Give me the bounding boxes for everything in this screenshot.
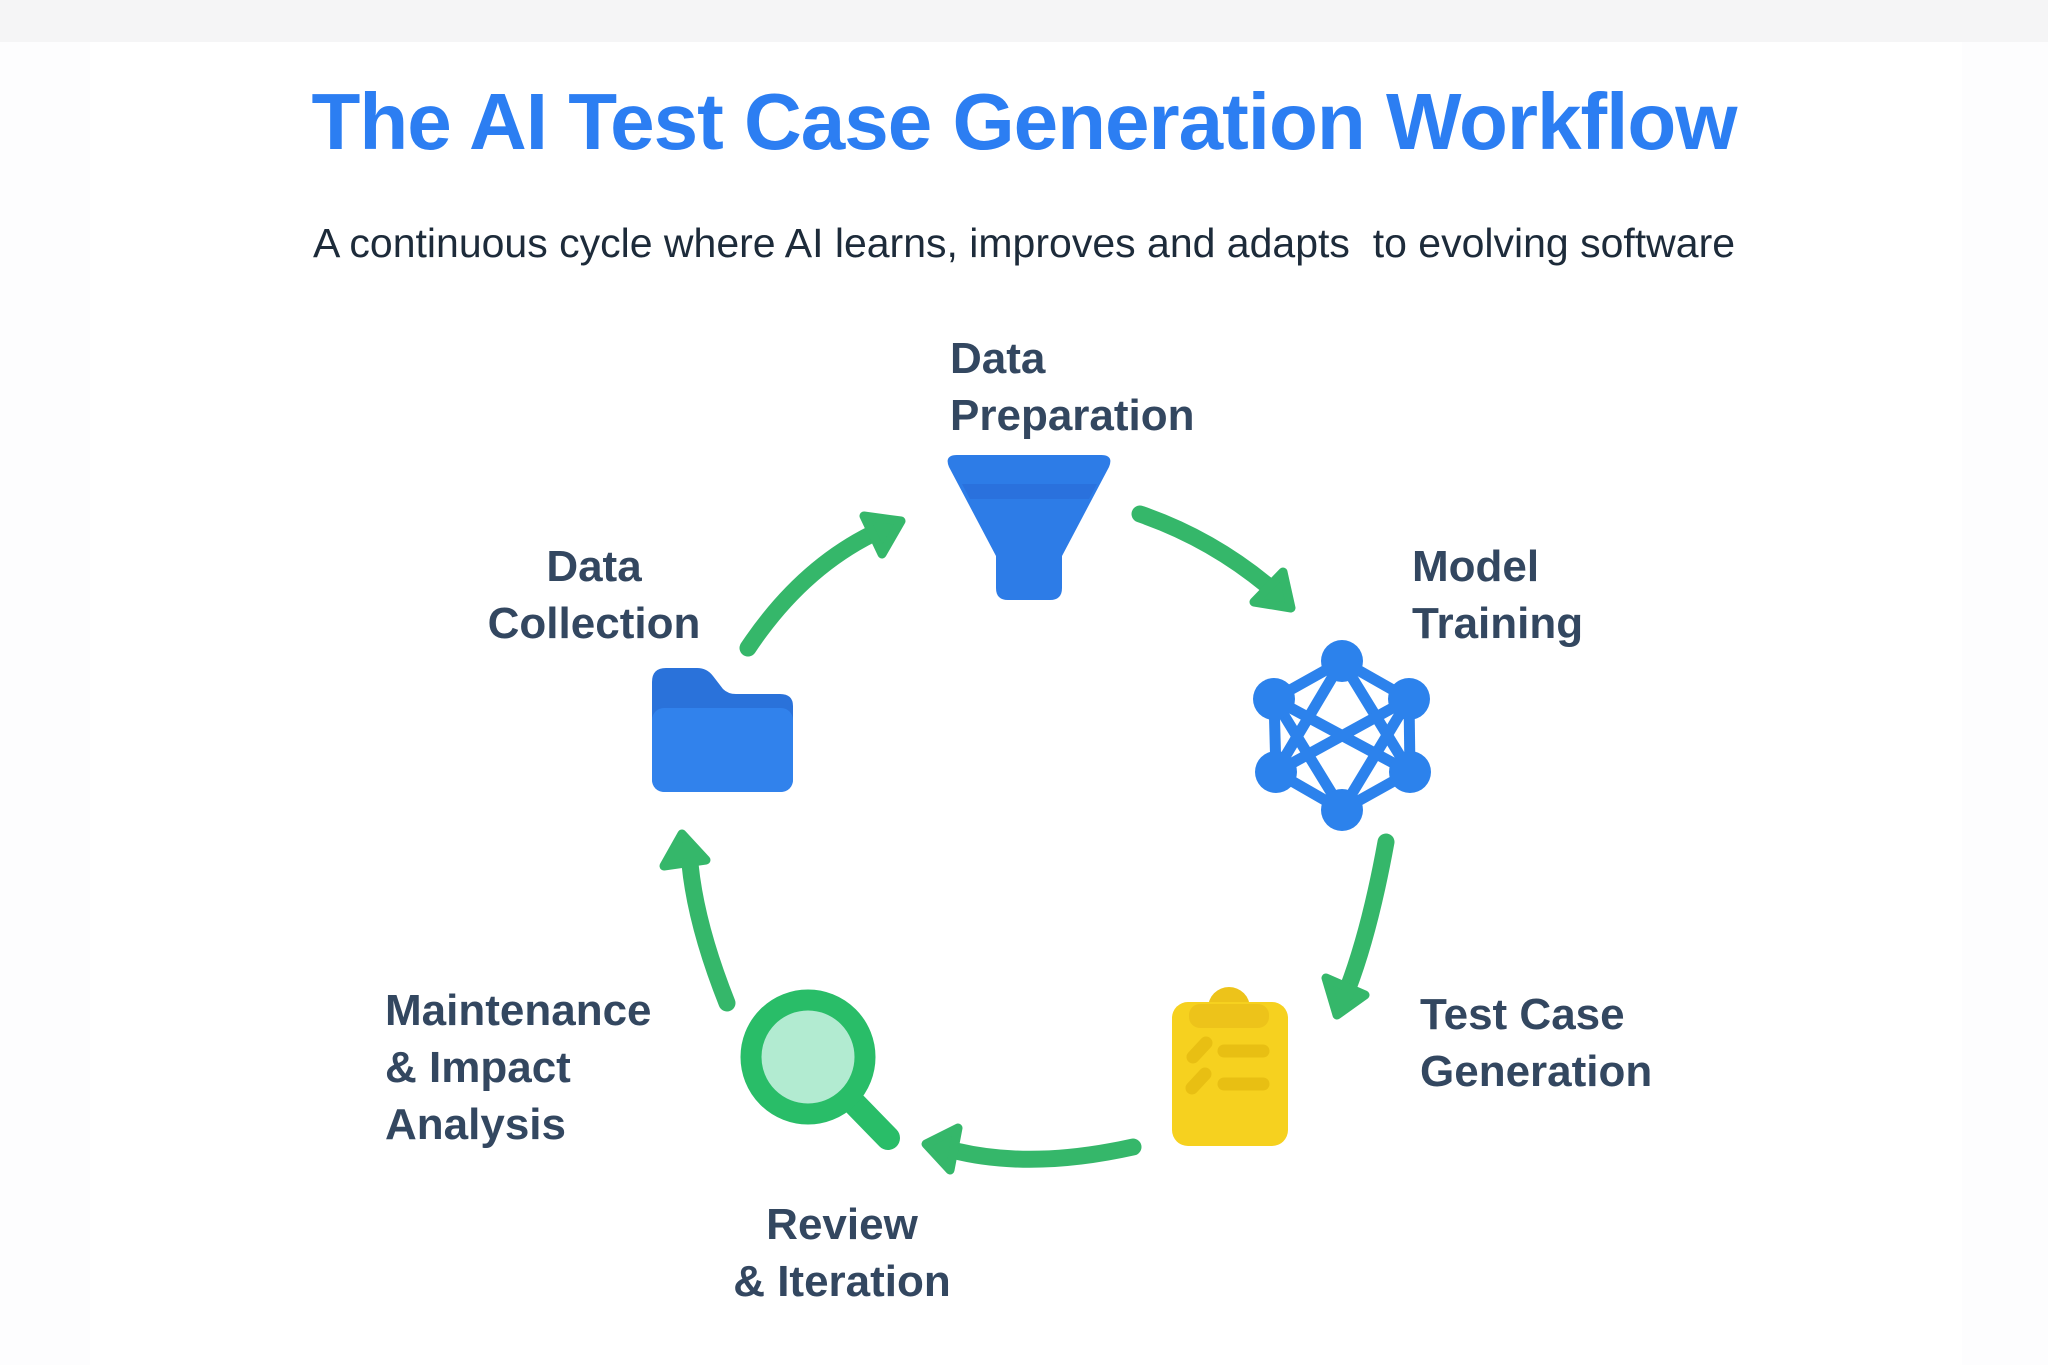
funnel-icon xyxy=(947,455,1111,600)
stage-label-line: Test Case xyxy=(1420,990,1625,1039)
magnifier-icon xyxy=(740,989,900,1150)
arrow-review-to-data-collection xyxy=(659,829,736,1012)
top-strip xyxy=(0,0,2048,42)
folder-icon xyxy=(652,668,793,792)
stage-label-line: Collection xyxy=(487,599,701,648)
stage-label-data-preparation: Data Preparation xyxy=(950,330,1195,444)
stage-label-line: Analysis xyxy=(385,1100,566,1149)
stage-label-line: Data xyxy=(950,334,1046,383)
stage-label-line: Data xyxy=(546,542,642,591)
stage-label-review-iteration: Review & Iteration xyxy=(733,1196,951,1310)
arrow-test-case-generation-to-review xyxy=(921,1123,1142,1175)
stage-label-line: Training xyxy=(1412,599,1584,648)
arrow-data-collection-to-data-preparation xyxy=(739,511,906,657)
stage-label-data-collection: Data Collection xyxy=(488,538,701,652)
arrow-data-preparation-to-model-training xyxy=(1131,505,1296,613)
clipboard-icon xyxy=(1172,987,1288,1146)
stage-label-maintenance-impact-analysis: Maintenance & Impact Analysis xyxy=(385,982,652,1153)
content-card xyxy=(90,42,1962,1365)
stage-label-line: Model xyxy=(1412,542,1540,591)
stage-label-line: Generation xyxy=(1420,1047,1653,1096)
neural-network-icon xyxy=(1253,640,1431,831)
stage-label-model-training: Model Training xyxy=(1412,538,1583,652)
page-title: The AI Test Case Generation Workflow xyxy=(311,77,1737,166)
page-subtitle: A continuous cycle where AI learns, impr… xyxy=(312,220,1736,266)
arrow-model-training-to-test-case-generation xyxy=(1321,833,1395,1020)
stage-label-line: Maintenance xyxy=(385,986,652,1035)
stage-label-test-case-generation: Test Case Generation xyxy=(1420,986,1652,1100)
stage-label-line: & Iteration xyxy=(733,1257,951,1306)
stage-label-line: Review xyxy=(766,1200,918,1249)
stage-label-line: Preparation xyxy=(950,391,1195,440)
stage-label-line: & Impact xyxy=(385,1043,571,1092)
